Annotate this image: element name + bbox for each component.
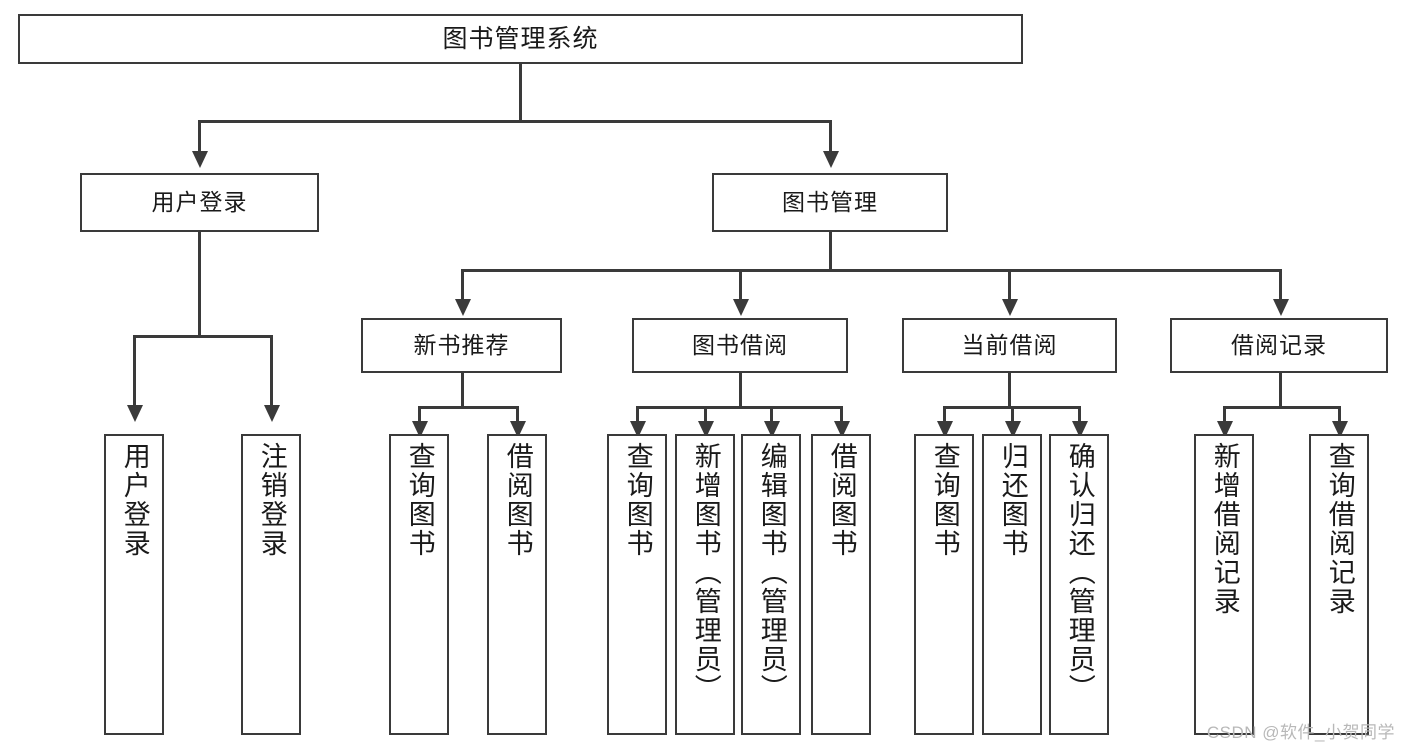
node-user-login[interactable]: 用户登录 (80, 173, 319, 232)
connector-new-book-stem (461, 373, 464, 409)
node-label: 当前借阅 (961, 332, 1058, 359)
arrowhead-new-book-leaf-2 (510, 421, 526, 438)
arrowhead-root-to-user-login (192, 151, 208, 168)
node-label: 图书管理系统 (442, 24, 599, 53)
connector-root-drop-2 (829, 120, 832, 153)
connector-root-bus (198, 120, 832, 123)
connector-level2-drop-4 (1279, 269, 1282, 301)
connector-book-borrow-drop-2 (704, 406, 707, 424)
connector-book-management-stem (829, 232, 832, 272)
node-label: 借阅记录 (1231, 332, 1327, 359)
arrowhead-book-borrow-leaf-4 (834, 421, 850, 438)
node-label: 确认归还（管理员） (1064, 442, 1095, 703)
node-new-book-recommend[interactable]: 新书推荐 (361, 318, 562, 373)
arrowhead-book-borrow-leaf-3 (764, 421, 780, 438)
leaf-new-book-query[interactable]: 查询图书 (389, 434, 449, 735)
connector-level2-drop-2 (739, 269, 742, 301)
node-current-borrow[interactable]: 当前借阅 (902, 318, 1117, 373)
connector-level2-bus (461, 269, 1281, 272)
node-label: 查询图书 (622, 442, 653, 558)
connector-borrow-record-drop-1 (1223, 406, 1226, 424)
node-label: 编辑图书（管理员） (756, 442, 787, 703)
connector-user-login-bus (133, 335, 273, 338)
node-label: 查询图书 (929, 442, 960, 558)
leaf-borrow-borrow-book[interactable]: 借阅图书 (811, 434, 871, 735)
connector-root-stem (519, 64, 522, 122)
connector-new-book-drop-2 (516, 406, 519, 424)
node-borrow-record[interactable]: 借阅记录 (1170, 318, 1388, 373)
arrowhead-book-borrow-leaf-1 (630, 421, 646, 438)
leaf-current-confirm-return-admin[interactable]: 确认归还（管理员） (1049, 434, 1109, 735)
connector-book-borrow-drop-4 (840, 406, 843, 424)
leaf-user-login-signin[interactable]: 用户登录 (104, 434, 164, 735)
node-label: 注销登录 (256, 442, 287, 558)
connector-current-borrow-drop-2 (1011, 406, 1014, 424)
arrowhead-root-to-book-manage (823, 151, 839, 168)
connector-book-borrow-drop-1 (636, 406, 639, 424)
node-label: 查询图书 (404, 442, 435, 558)
connector-level2-drop-3 (1008, 269, 1011, 301)
arrowhead-new-book-leaf-1 (412, 421, 428, 438)
connector-borrow-record-bus (1223, 406, 1340, 409)
arrowhead-book-borrow-leaf-2 (698, 421, 714, 438)
connector-user-login-stem (198, 232, 201, 337)
node-label: 用户登录 (119, 442, 150, 558)
node-label: 图书管理 (782, 189, 878, 216)
connector-book-borrow-bus (636, 406, 842, 409)
node-label: 新增借阅记录 (1209, 442, 1240, 616)
node-label: 借阅图书 (826, 442, 857, 558)
arrowhead-current-borrow-leaf-2 (1005, 421, 1021, 438)
arrowhead-current-borrow-leaf-1 (937, 421, 953, 438)
node-book-borrow[interactable]: 图书借阅 (632, 318, 848, 373)
connector-borrow-record-stem (1279, 373, 1282, 409)
node-label: 图书借阅 (692, 332, 788, 359)
arrowhead-level2-new-book (455, 299, 471, 316)
connector-book-borrow-stem (739, 373, 742, 409)
node-label: 查询借阅记录 (1324, 442, 1355, 616)
connector-current-borrow-drop-3 (1078, 406, 1081, 424)
arrowhead-level2-borrow-book (733, 299, 749, 316)
connector-root-drop-1 (198, 120, 201, 153)
connector-user-login-drop-2 (270, 335, 273, 407)
node-label: 借阅图书 (502, 442, 533, 558)
connector-book-borrow-drop-3 (770, 406, 773, 424)
arrowhead-user-login-leaf-1 (127, 405, 143, 422)
arrowhead-borrow-record-leaf-2 (1332, 421, 1348, 438)
leaf-borrow-edit-book-admin[interactable]: 编辑图书（管理员） (741, 434, 801, 735)
arrowhead-borrow-record-leaf-1 (1217, 421, 1233, 438)
leaf-current-query-book[interactable]: 查询图书 (914, 434, 974, 735)
arrowhead-user-login-leaf-2 (264, 405, 280, 422)
node-label: 新增图书（管理员） (690, 442, 721, 703)
connector-user-login-drop-1 (133, 335, 136, 407)
leaf-user-login-signout[interactable]: 注销登录 (241, 434, 301, 735)
leaf-record-add[interactable]: 新增借阅记录 (1194, 434, 1254, 735)
node-label: 用户登录 (151, 189, 248, 216)
arrowhead-level2-borrow-record (1273, 299, 1289, 316)
leaf-borrow-query-book[interactable]: 查询图书 (607, 434, 667, 735)
connector-new-book-bus (418, 406, 518, 409)
connector-new-book-drop-1 (418, 406, 421, 424)
connector-level2-drop-1 (461, 269, 464, 301)
arrowhead-current-borrow-leaf-3 (1072, 421, 1088, 438)
leaf-current-return-book[interactable]: 归还图书 (982, 434, 1042, 735)
connector-borrow-record-drop-2 (1338, 406, 1341, 424)
node-label: 归还图书 (997, 442, 1028, 558)
node-book-management[interactable]: 图书管理 (712, 173, 948, 232)
arrowhead-level2-current-borrow (1002, 299, 1018, 316)
node-label: 新书推荐 (413, 332, 510, 359)
leaf-new-book-borrow[interactable]: 借阅图书 (487, 434, 547, 735)
connector-current-borrow-drop-1 (943, 406, 946, 424)
connector-current-borrow-stem (1008, 373, 1011, 409)
node-root-system[interactable]: 图书管理系统 (18, 14, 1023, 64)
leaf-record-query[interactable]: 查询借阅记录 (1309, 434, 1369, 735)
leaf-borrow-add-book-admin[interactable]: 新增图书（管理员） (675, 434, 735, 735)
